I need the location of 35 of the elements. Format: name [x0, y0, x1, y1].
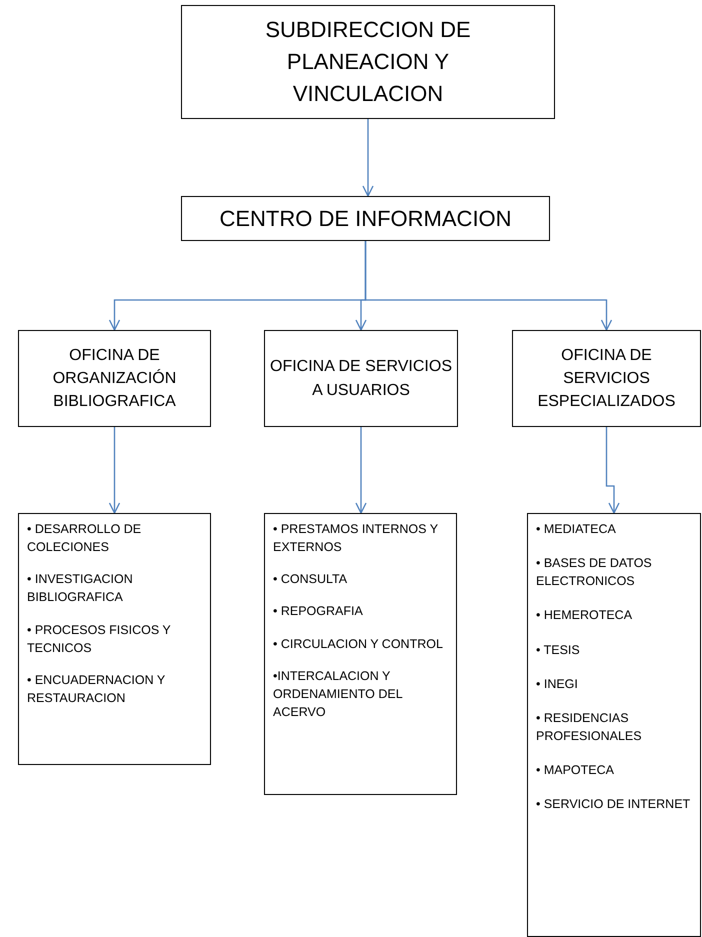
connector-arrow — [606, 427, 620, 514]
box-title: OFICINA DE SERVICIOS ESPECIALIZADOS — [536, 346, 676, 412]
box-title: OFICINA DE SERVICIOS A USUARIOS — [269, 357, 453, 400]
list-item: • TESIS — [536, 642, 581, 658]
box-title: SUBDIRECCION DE PLANEACION Y VINCULACION — [264, 16, 472, 108]
org-box — [512, 330, 701, 427]
list-item: • DESARROLLO DE COLECIONES — [27, 521, 142, 556]
list-item: • MEDIATECA — [536, 521, 617, 538]
list-item: • CIRCULACION Y CONTROL — [273, 636, 444, 652]
connector-arrow — [108, 427, 120, 514]
org-box — [181, 196, 550, 241]
list-item: • INVESTIGACION BIBLIOGRAFICA — [27, 571, 134, 606]
connector-arrow — [355, 427, 367, 514]
connector-arrow — [364, 241, 612, 331]
list-item: • ENCUADERNACION Y RESTAURACION — [27, 672, 166, 707]
org-box — [18, 330, 211, 427]
org-box — [264, 330, 458, 427]
list-item: • CONSULTA — [273, 571, 348, 588]
box-title: CENTRO DE INFORMACION — [219, 204, 512, 233]
org-box — [181, 5, 555, 119]
connector-arrow — [362, 119, 374, 197]
list-item: •INTERCALACION Y ORDENAMIENTO DEL ACERVO — [273, 668, 404, 721]
list-item: • MAPOTECA — [536, 762, 615, 779]
list-item: • BASES DE DATOS ELECTRONICOS — [536, 555, 653, 590]
list-item: • REPOGRAFIA — [273, 603, 364, 620]
list-item: • RESIDENCIAS PROFESIONALES — [536, 710, 643, 745]
list-box — [264, 513, 457, 795]
list-box — [527, 513, 701, 937]
list-item: • SERVICIO DE INTERNET — [536, 796, 692, 814]
list-item: • INEGI — [536, 676, 579, 693]
box-title: OFICINA DE ORGANIZACIÓN BIBLIOGRAFICA — [52, 346, 178, 412]
list-box — [18, 513, 211, 765]
list-item: • HEMEROTECA — [536, 607, 634, 624]
list-item: • PROCESOS FISICOS Y TECNICOS — [27, 622, 172, 657]
list-item: • PRESTAMOS INTERNOS Y EXTERNOS — [273, 521, 439, 556]
